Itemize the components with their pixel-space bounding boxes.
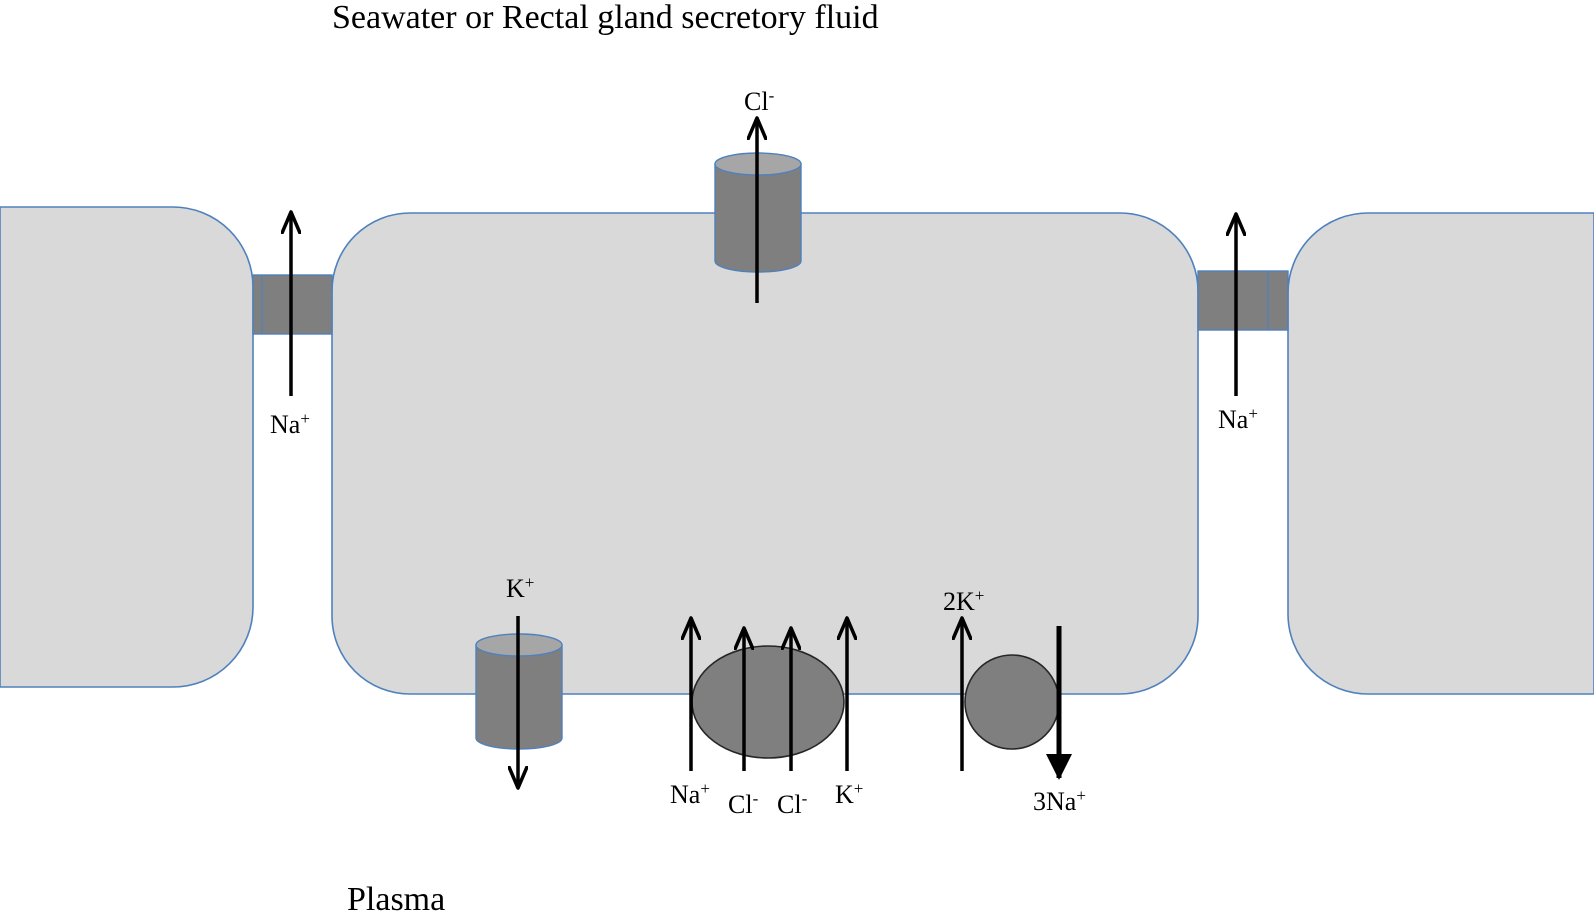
right-cell <box>1287 212 1594 695</box>
ion-label-right-na: Na+ <box>1218 404 1258 434</box>
ion-label-cotransport-cl2: Cl- <box>777 789 808 819</box>
central-cell <box>331 212 1199 695</box>
ion-label-left-na: Na+ <box>270 409 310 439</box>
ion-label-apical-cl: Cl- <box>744 86 775 116</box>
ion-label-cotransport-cl1: Cl- <box>728 789 759 819</box>
na-k-2cl-cotransporter-icon <box>691 645 845 759</box>
ion-label-pump-k: 2K+ <box>943 586 984 616</box>
ion-label-k-channel: K+ <box>506 573 534 603</box>
ion-label-pump-na: 3Na+ <box>1033 786 1086 816</box>
plasma-label: Plasma <box>347 881 445 915</box>
left-cell <box>0 206 254 688</box>
diagram-title: Seawater or Rectal gland secretory fluid <box>332 0 879 36</box>
na-k-pump-icon <box>964 654 1060 750</box>
ion-label-cotransport-k: K+ <box>835 779 863 809</box>
ion-label-cotransport-na: Na+ <box>670 779 710 809</box>
right-tight-junction-icon <box>1197 270 1289 331</box>
